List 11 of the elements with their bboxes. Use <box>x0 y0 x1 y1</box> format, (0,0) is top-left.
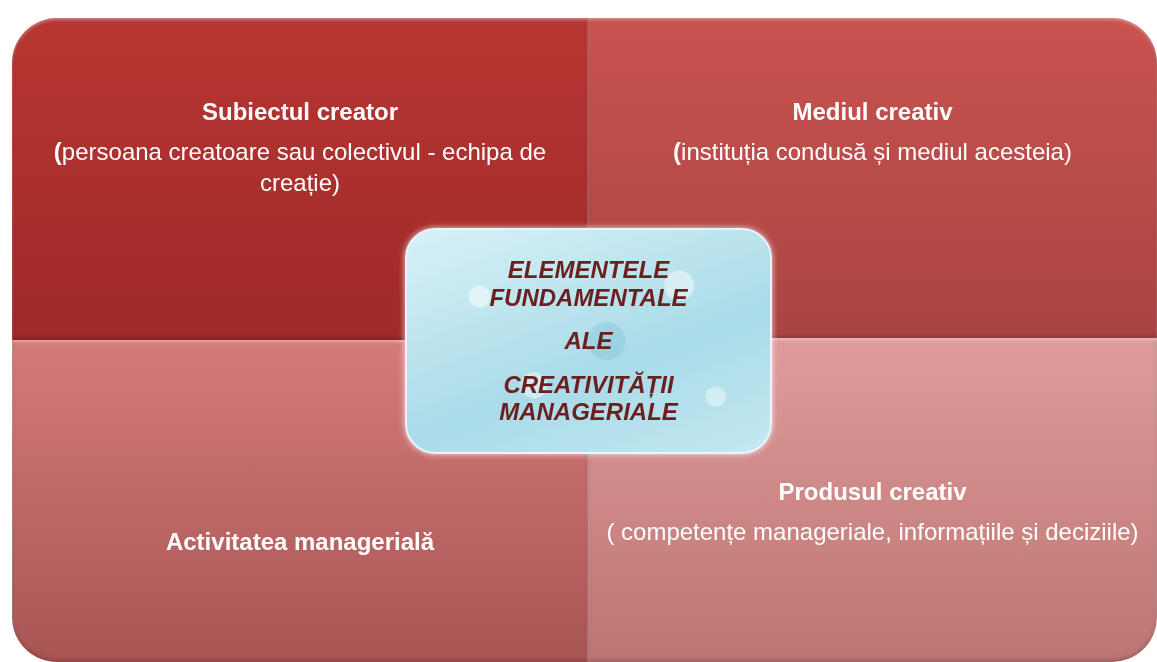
heading-text: Mediul creativ <box>792 98 953 126</box>
title-text: CREATIVITĂȚII MANAGERIALE <box>498 370 680 426</box>
center-panel <box>405 228 772 454</box>
description-text: (instituția condusă și mediul acesteia) <box>673 137 1072 167</box>
description-text: (persoana creatoare sau colectivul - echipa de creație) <box>52 137 548 199</box>
title-text: ELEMENTELE FUNDAMENTALE <box>488 256 689 312</box>
heading-text: Produsul creativ <box>778 478 967 506</box>
title-text: ALE <box>564 327 613 355</box>
heading-text: Activitatea managerială <box>165 528 435 556</box>
description-text: ( competențe manageriale, informațiile și deciziile) <box>606 517 1139 547</box>
heading-text: Subiectul creator <box>201 98 399 126</box>
